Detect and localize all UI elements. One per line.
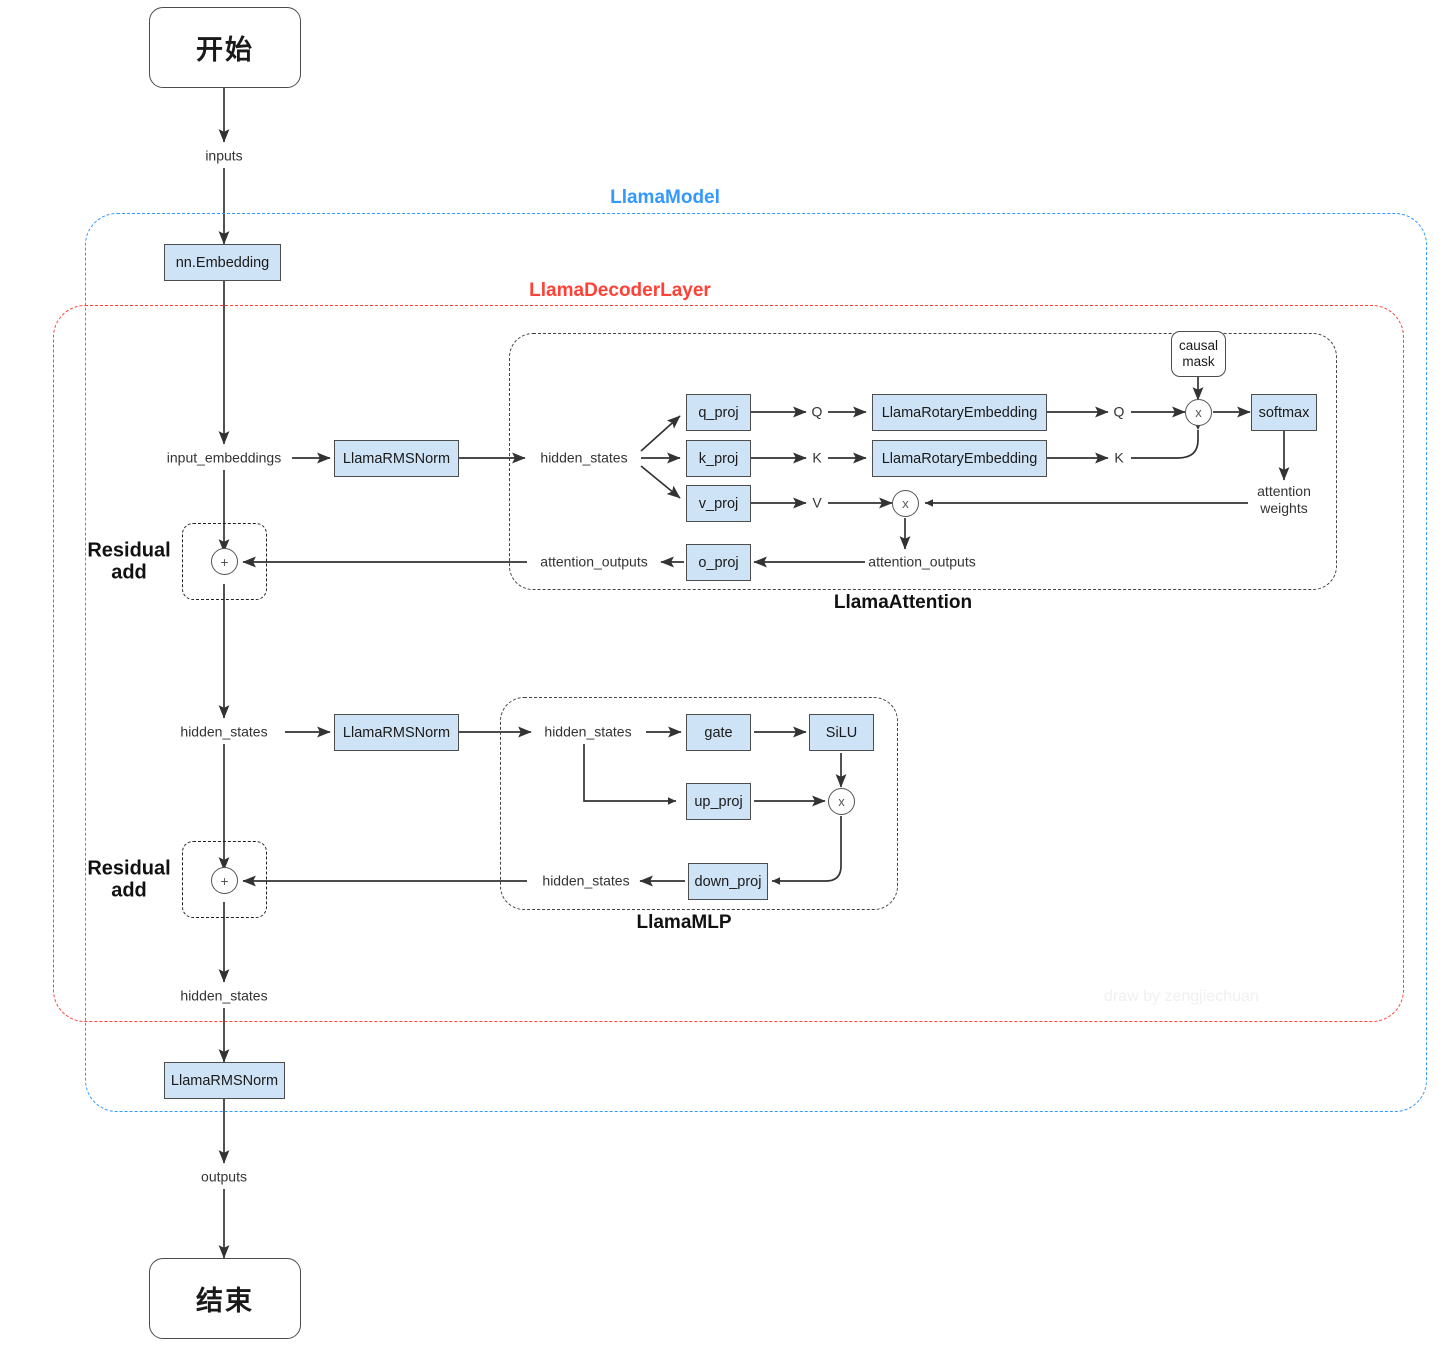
node-v-proj[interactable]: v_proj: [686, 485, 751, 522]
edge-label-hidden-states-attention-in: hidden_states: [540, 449, 628, 466]
multiply-mlp-circle[interactable]: x: [828, 788, 855, 815]
residual-add-attention-label: Residual add: [87, 540, 170, 585]
attention-weights-line-2: weights: [1260, 500, 1308, 516]
container-label-llama-attention: LlamaAttention: [833, 592, 973, 613]
container-label-llama-mlp: LlamaMLP: [636, 912, 732, 933]
node-rmsnorm-final[interactable]: LlamaRMSNorm: [164, 1062, 285, 1099]
llama-mlp-container: [500, 697, 898, 910]
watermark-text: draw by zengjiechuan: [1104, 988, 1259, 1005]
edge-label-hidden-states-mlp-inner-out: hidden_states: [542, 872, 630, 889]
node-k-proj[interactable]: k_proj: [686, 440, 751, 477]
node-silu[interactable]: SiLU: [809, 714, 874, 751]
node-rotary-embedding-q[interactable]: LlamaRotaryEmbedding: [872, 394, 1047, 431]
node-rotary-embedding-k[interactable]: LlamaRotaryEmbedding: [872, 440, 1047, 477]
multiply-attn-v-circle[interactable]: x: [892, 490, 919, 517]
edge-label-attention-outputs-out: attention_outputs: [540, 553, 648, 570]
edge-label-hidden-states-mlp-inner-in: hidden_states: [544, 723, 632, 740]
node-o-proj[interactable]: o_proj: [686, 544, 751, 581]
node-up-proj[interactable]: up_proj: [686, 783, 751, 820]
terminal-end[interactable]: 结束: [149, 1258, 301, 1339]
residual-mlp-line-1: Residual: [87, 857, 171, 880]
node-rmsnorm-mlp[interactable]: LlamaRMSNorm: [334, 714, 459, 751]
residual-add-attention-box: [182, 523, 267, 600]
edge-label-k: K: [812, 449, 822, 466]
residual-add-attention-circle[interactable]: +: [211, 548, 238, 575]
llama-attention-container: [509, 333, 1337, 590]
node-q-proj[interactable]: q_proj: [686, 394, 751, 431]
edge-label-attention-weights: attention weights: [1257, 483, 1311, 517]
edge-label-q: Q: [811, 403, 823, 420]
edge-label-outputs: outputs: [201, 1168, 247, 1185]
llama-decoder-layer-container: [53, 305, 1404, 1022]
edge-label-hidden-states-mlp-in: hidden_states: [180, 723, 268, 740]
terminal-start[interactable]: 开始: [149, 7, 301, 88]
causal-mask-line-2: mask: [1182, 354, 1215, 369]
edge-label-q-rope: Q: [1113, 403, 1125, 420]
node-softmax[interactable]: softmax: [1251, 394, 1317, 431]
residual-attn-line-2: add: [111, 562, 147, 584]
edge-label-k-rope: K: [1114, 449, 1124, 466]
node-down-proj[interactable]: down_proj: [688, 863, 768, 900]
residual-mlp-line-2: add: [111, 880, 147, 902]
edge-label-v: V: [812, 494, 822, 511]
container-label-llama-model: LlamaModel: [610, 187, 720, 208]
container-label-llama-decoder-layer: LlamaDecoderLayer: [529, 280, 711, 301]
node-causal-mask[interactable]: causal mask: [1171, 331, 1226, 377]
edge-label-attention-outputs-inner: attention_outputs: [868, 553, 976, 570]
multiply-qk-circle[interactable]: x: [1185, 399, 1212, 426]
residual-add-mlp-label: Residual add: [87, 858, 170, 903]
node-gate[interactable]: gate: [686, 714, 751, 751]
residual-add-mlp-box: [182, 841, 267, 918]
edge-label-inputs: inputs: [205, 147, 243, 164]
residual-add-mlp-circle[interactable]: +: [211, 867, 238, 894]
edge-label-input-embeddings: input_embeddings: [166, 449, 282, 466]
node-nn-embedding[interactable]: nn.Embedding: [164, 244, 281, 281]
causal-mask-line-1: causal: [1178, 338, 1219, 354]
llama-model-container: [85, 213, 1427, 1112]
residual-attn-line-1: Residual: [87, 539, 171, 562]
node-rmsnorm-attention[interactable]: LlamaRMSNorm: [334, 440, 459, 477]
edge-label-hidden-states-final: hidden_states: [180, 987, 268, 1004]
attention-weights-line-1: attention: [1257, 483, 1311, 500]
